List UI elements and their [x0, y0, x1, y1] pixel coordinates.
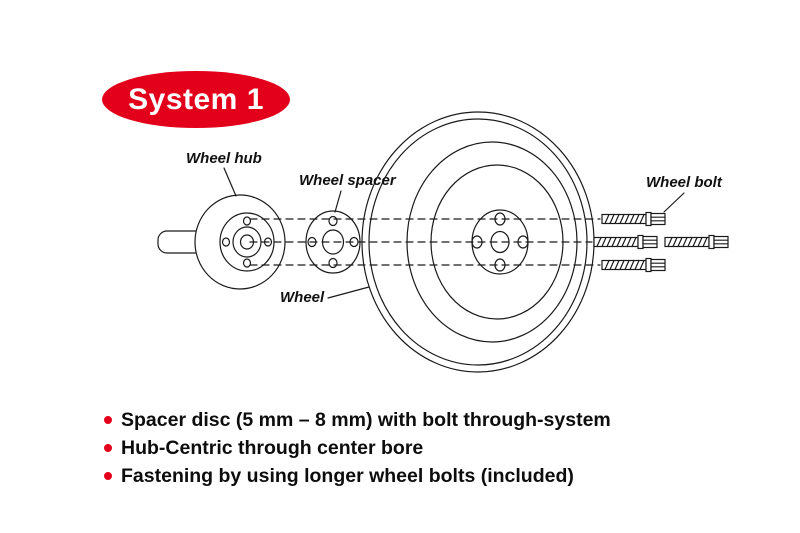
bullet-dot-icon: [104, 444, 112, 452]
feature-text: Spacer disc (5 mm – 8 mm) with bolt thro…: [121, 409, 611, 431]
label-wheel-hub: Wheel hub: [186, 150, 262, 167]
system-badge: System 1: [102, 71, 290, 128]
feature-item: Spacer disc (5 mm – 8 mm) with bolt thro…: [104, 407, 611, 433]
wheel-bolt-drawing: [601, 211, 666, 227]
wheel-bolt-drawing: [601, 257, 666, 273]
feature-item: Fastening by using longer wheel bolts (i…: [104, 463, 611, 489]
label-wheel: Wheel: [280, 289, 325, 306]
bullet-dot-icon: [104, 416, 112, 424]
wheel-bolts-drawing: [593, 211, 729, 273]
alignment-dashed-lines: [249, 218, 601, 266]
bullet-dot-icon: [104, 472, 112, 480]
wheel-bolt-drawing: [664, 234, 729, 250]
feature-text: Fastening by using longer wheel bolts (i…: [121, 465, 574, 487]
label-pointer-lines: [223, 167, 685, 299]
feature-item: Hub-Centric through center bore: [104, 435, 611, 461]
wheel-bolt-drawing: [593, 234, 658, 250]
system-badge-label: System 1: [128, 82, 264, 116]
label-wheel-spacer: Wheel spacer: [299, 172, 396, 189]
feature-text: Hub-Centric through center bore: [121, 437, 424, 459]
label-wheel-bolt: Wheel bolt: [646, 174, 722, 191]
feature-list: Spacer disc (5 mm – 8 mm) with bolt thro…: [104, 407, 611, 491]
